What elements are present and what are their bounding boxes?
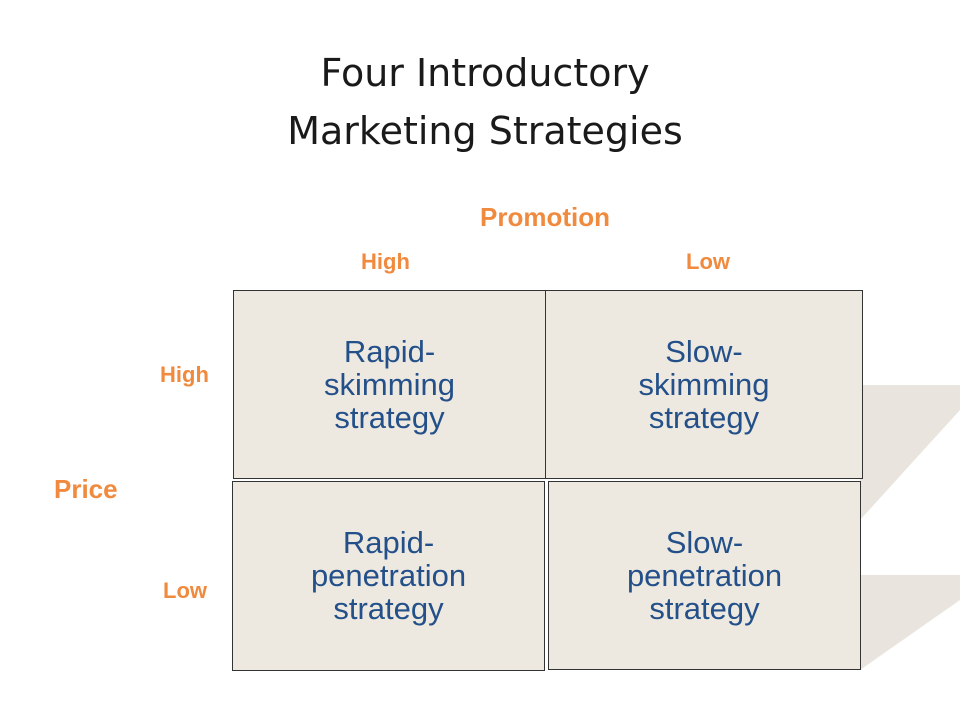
cell-line: strategy: [333, 591, 444, 626]
cell-line: strategy: [334, 400, 445, 435]
price-high-label: High: [160, 362, 209, 387]
cell-line: penetration: [626, 558, 783, 593]
cell-rapid-skimming: Rapid- skimming strategy: [233, 290, 546, 479]
title-line-2: Marketing Strategies: [287, 109, 683, 153]
cell-line: Rapid-: [343, 334, 436, 369]
title-line-1: Four Introductory: [320, 51, 650, 95]
cell-rapid-penetration: Rapid- penetration strategy: [232, 481, 545, 671]
cell-slow-skimming: Slow- skimming strategy: [545, 290, 863, 479]
cell-line: Rapid-: [342, 525, 435, 560]
cell-line: skimming: [638, 367, 770, 402]
page-title: Four Introductory Marketing Strategies: [0, 44, 960, 160]
cell-slow-penetration: Slow- penetration strategy: [548, 481, 861, 670]
cell-line: strategy: [649, 591, 760, 626]
promotion-axis-label: Promotion: [480, 202, 610, 232]
promotion-low-label: Low: [686, 249, 730, 274]
price-axis-label: Price: [54, 474, 118, 504]
cell-line: skimming: [324, 367, 455, 402]
promotion-high-label: High: [361, 249, 410, 274]
cell-line: penetration: [310, 558, 467, 593]
cell-line: Slow-: [665, 334, 743, 369]
cell-line: strategy: [648, 400, 760, 435]
cell-line: Slow-: [665, 525, 744, 560]
price-low-label: Low: [163, 578, 207, 603]
